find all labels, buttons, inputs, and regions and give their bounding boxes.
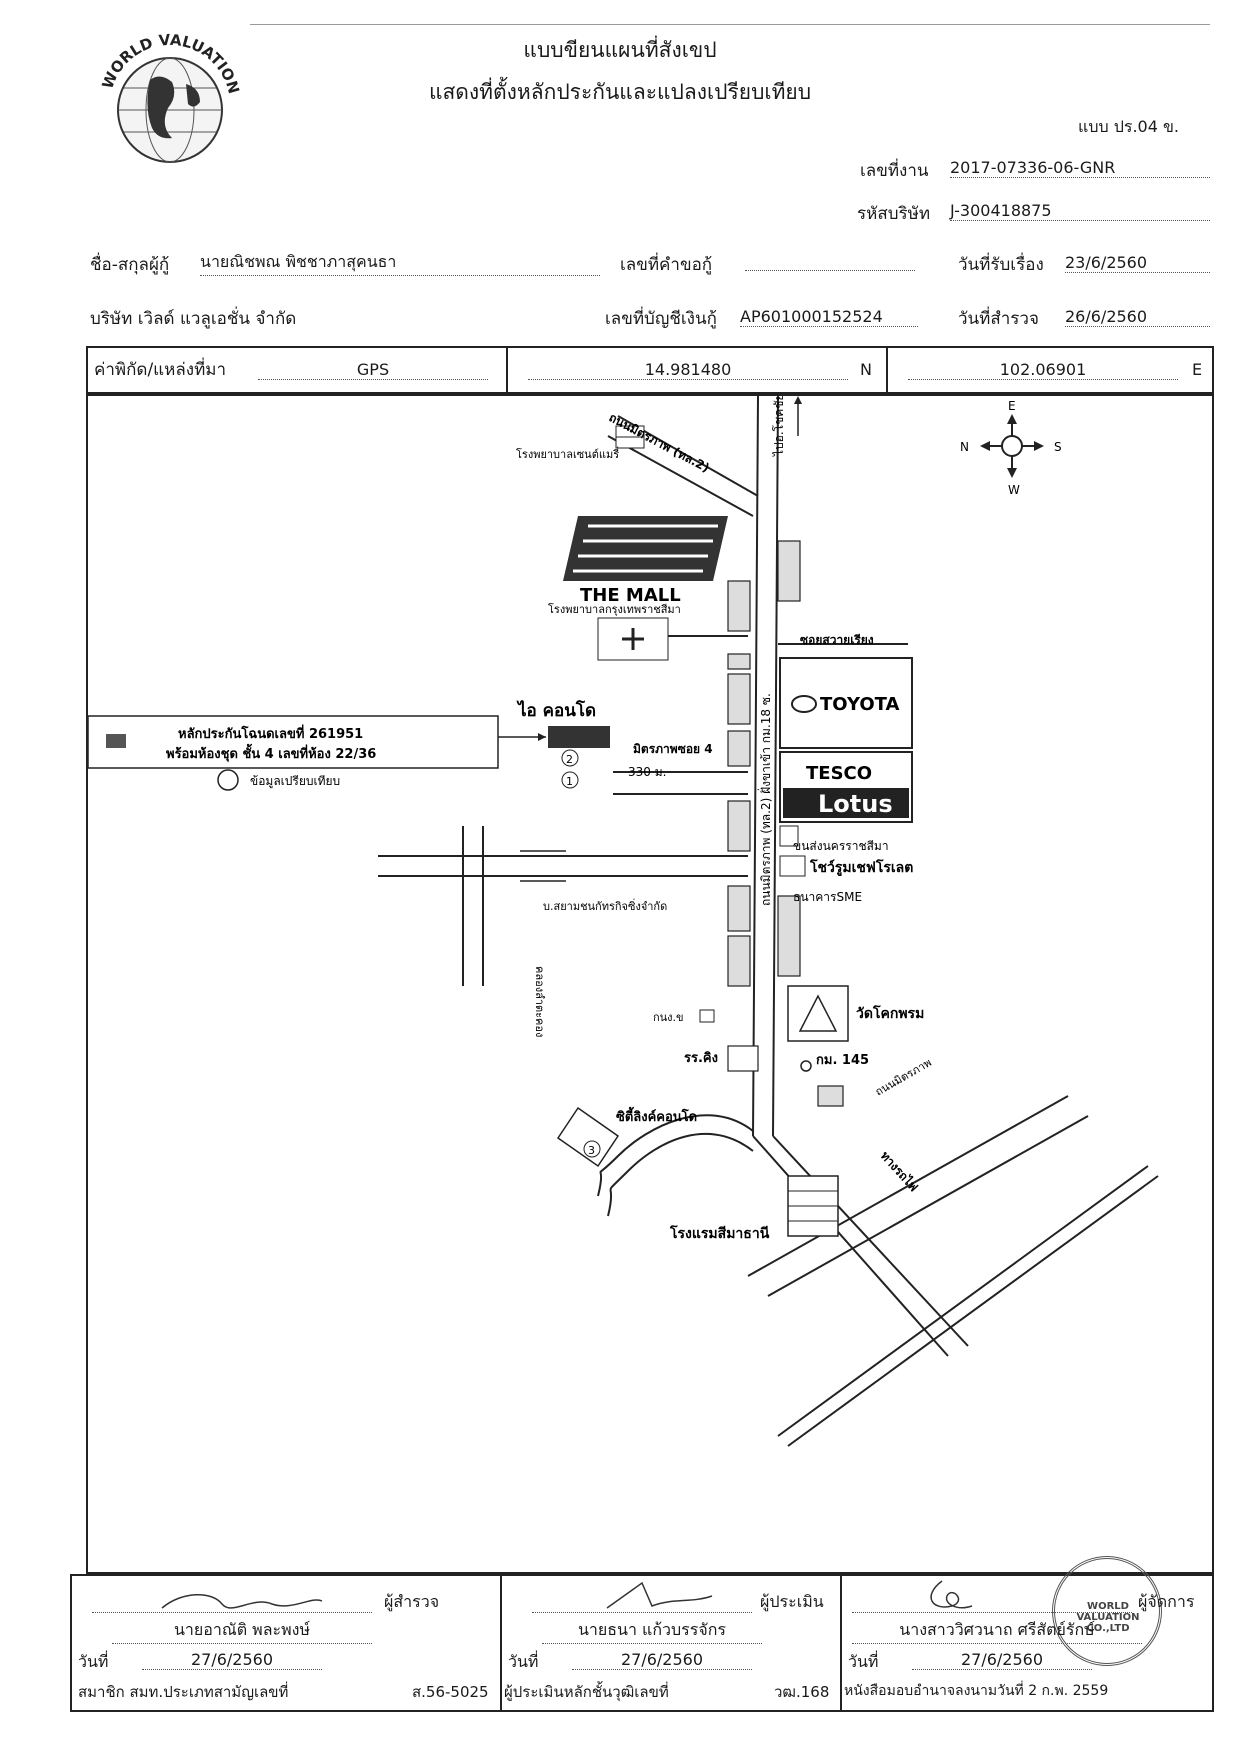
page-title: แบบขียนแผนที่สังเขป <box>523 38 717 62</box>
surveyor-signature <box>161 1593 323 1609</box>
showroom-label: โชว์รูมเชฟโรเลต <box>809 858 913 876</box>
manager-name: นางสาววิศวนาถ ศรีสัตย์รักษ์ <box>852 1618 1142 1644</box>
account-label: เลขที่บัญชีเงินกู้ <box>605 309 717 329</box>
compass-s: S <box>1054 440 1062 454</box>
company-code: J-300418875 <box>950 201 1210 221</box>
surveyor-role: ผู้สำรวจ <box>384 1592 440 1611</box>
toyota-label: TOYOTA <box>820 694 900 715</box>
appraiser-license-label: ผู้ประเมินหลักชั้นวุฒิเลขที่ <box>504 1683 669 1701</box>
temple-icon <box>787 985 849 1042</box>
hospital-st-label: โรงพยาบาลเซนต์แมรี่ <box>516 446 619 461</box>
compass-n: N <box>960 440 969 454</box>
appraiser-license-no: วฒ.168 <box>774 1683 830 1701</box>
company-stamp: WORLD VALUATION CO.,LTD <box>1052 1556 1162 1666</box>
survey-date: 26/6/2560 <box>1065 307 1210 327</box>
bridge-icon <box>520 850 566 882</box>
marker-3: 3 <box>588 1144 595 1157</box>
hospital-bkk-icon <box>597 617 669 661</box>
hotel-label: โรงแรมสีมาธานี <box>669 1224 770 1242</box>
manager-date: 27/6/2560 <box>912 1650 1092 1670</box>
school-label: รร.คิง <box>684 1051 718 1066</box>
soi-label: ซอยสวายเรียง <box>800 633 874 647</box>
coords-lon: 102.06901 <box>908 360 1178 380</box>
mall-icon <box>563 516 728 581</box>
manager-date-label: วันที่ <box>848 1652 879 1671</box>
coords-lon-dir: E <box>1192 360 1203 379</box>
school-icon <box>727 1045 759 1072</box>
job-no: 2017-07336-06-GNR <box>950 158 1210 178</box>
hospital-bkk-label: โรงพยาบาลกรุงเทพราชสีมา <box>548 602 681 616</box>
location-map: TOYOTA TESCO Lotus ขนส่งนครราชสีมา โชว์ร… <box>88 396 1159 1447</box>
surveyor-date-label: วันที่ <box>78 1652 109 1671</box>
compass-w: W <box>1008 483 1020 497</box>
appraiser-date-label: วันที่ <box>508 1652 539 1671</box>
lotus-label: Lotus <box>818 790 893 818</box>
form-code: แบบ ปร.04 ข. <box>1078 117 1180 136</box>
mall-label: THE MALL <box>580 585 681 606</box>
sme-bank-label: ธนาคารSME <box>793 890 862 904</box>
marker-2: 2 <box>566 753 573 766</box>
to-khorat-label: ไปอ.โชคชัย <box>772 396 786 457</box>
stamp-text: WORLD VALUATION CO.,LTD <box>1076 1601 1140 1634</box>
company-logo: WORLD VALUATION <box>90 20 250 170</box>
surveyor-name: นายอาณัติ พละพงษ์ <box>112 1618 372 1644</box>
coords-source: GPS <box>258 360 488 380</box>
appraiser-name: นายธนา แก้วบรรจักร <box>542 1618 762 1644</box>
received-date: 23/6/2560 <box>1065 253 1210 273</box>
road-bottom-label: ถนนมิตรภาพ <box>873 1056 934 1099</box>
loan-request-no <box>745 250 915 271</box>
coords-lat: 14.981480 <box>528 360 848 380</box>
compass-icon <box>980 414 1044 478</box>
legend-line1: หลักประกันโฉนดเลขที่ 261951 <box>178 724 363 742</box>
job-no-label: เลขที่งาน <box>860 161 929 181</box>
borrower-name: นายณิชพณ พิชชาภาสุคนธา <box>200 250 600 276</box>
member-no: ส.56-5025 <box>412 1683 489 1701</box>
collateral-marker <box>548 726 610 748</box>
account-no: AP601000152524 <box>740 307 918 327</box>
city-link-label: ซิตี้ลิงค์คอนโด <box>616 1106 697 1125</box>
rail-label: ทางรถไฟ <box>878 1148 922 1194</box>
company-siam-label: บ.สยามชนกัทรกิจซิ่งจำกัด <box>543 898 667 913</box>
district-office-label: กนง.ข <box>653 1011 684 1024</box>
authority-label: หนังสือมอบอำนาจลงนามวันที่ 2 ก.พ. 2559 <box>844 1683 1109 1699</box>
canal-label: คลองลำตะคอง <box>533 966 546 1037</box>
soi4-label: มิตรภาพซอย 4 <box>633 742 713 756</box>
legend-line2: พร้อมห้องชุด ชั้น 4 เลขที่ห้อง 22/36 <box>166 743 376 762</box>
appraiser-role: ผู้ประเมิน <box>760 1592 824 1611</box>
coords-row: ค่าพิกัด/แหล่งที่มา GPS 14.981480 N 102.… <box>86 346 1214 394</box>
city-link-plot <box>556 1106 620 1168</box>
surveyor-date: 27/6/2560 <box>142 1650 322 1670</box>
hospital-st-icon <box>615 425 645 449</box>
tesco-label: TESCO <box>806 763 872 784</box>
page-subtitle: แสดงที่ตั้งหลักประกันและแปลงเปรียบเทียบ <box>428 80 812 104</box>
appraiser-signature <box>606 1581 713 1609</box>
loan-request-label: เลขที่คำขอกู้ <box>620 255 713 275</box>
coords-lat-dir: N <box>860 360 872 379</box>
company-label: บริษัท เวิลด์ แวลูเอชั่น จำกัด <box>90 309 297 329</box>
distance-label: 330 ม. <box>628 765 666 779</box>
coords-label: ค่าพิกัด/แหล่งที่มา <box>94 360 227 380</box>
km145-label: กม. 145 <box>816 1053 869 1068</box>
signature-block: ผู้สำรวจ นายอาณัติ พละพงษ์ วันที่ 27/6/2… <box>70 1556 1214 1712</box>
appraiser-date: 27/6/2560 <box>572 1650 752 1670</box>
survey-date-label: วันที่สำรวจ <box>958 309 1039 329</box>
manager-signature <box>930 1580 973 1609</box>
legend-compare: ข้อมูลเปรียบเทียบ <box>250 774 340 789</box>
borrower-label: ชื่อ-สกุลผู้กู้ <box>90 255 170 275</box>
bus-terminal-label: ขนส่งนครราชสีมา <box>793 839 889 853</box>
compass-e: E <box>1008 399 1016 413</box>
marker-1: 1 <box>566 775 573 788</box>
i-condo-label: ไอ คอนโด <box>516 700 596 721</box>
company-code-label: รหัสบริษัท <box>857 204 931 224</box>
wat-label: วัดโคกพรม <box>856 1004 924 1022</box>
member-label: สมาชิก สมท.ประเภทสามัญเลขที่ <box>78 1683 289 1701</box>
top-rule <box>250 24 1210 25</box>
legend-box <box>88 715 499 769</box>
manager-role: ผู้จัดการ <box>1138 1592 1195 1611</box>
main-road-label: ถนนมิตรภาพ (ทล.2) ฝั่งขาเข้า กม.18 ซ. <box>757 693 773 906</box>
received-date-label: วันที่รับเรื่อง <box>958 255 1044 275</box>
map-frame: TOYOTA TESCO Lotus ขนส่งนครราชสีมา โชว์ร… <box>86 394 1214 1574</box>
